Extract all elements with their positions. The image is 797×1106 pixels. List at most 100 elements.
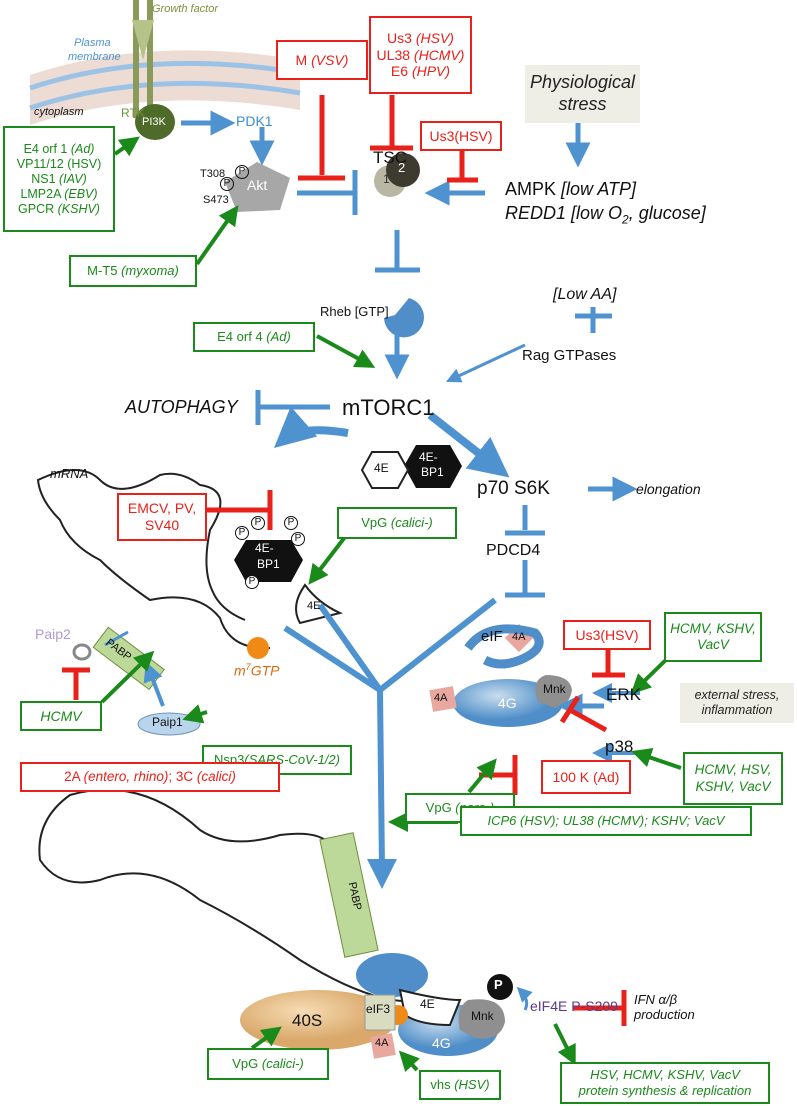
tsc1-label: 1 <box>383 172 390 186</box>
e4orf4-box: E4 orf 4 (Ad) <box>193 322 315 352</box>
mrna-strand <box>36 469 271 650</box>
us3-hsv-box-right: Us3(HSV) <box>563 620 651 650</box>
eif4g-label-lower: 4G <box>432 1035 451 1051</box>
redd1-line: REDD1 [low O2, glucose] <box>505 203 706 227</box>
akt-label: Akt <box>247 177 268 193</box>
emcv-pv-sv40-box: EMCV, PV, SV40 <box>117 493 207 541</box>
akt-virus-4: LMP2A <box>20 186 65 201</box>
plasma-label: Plasma <box>74 37 111 49</box>
rheb-label: Rheb [GTP] <box>320 304 389 319</box>
4ebp1-label-b: BP1 <box>421 465 444 479</box>
tsc-label: TSC <box>373 148 407 167</box>
pdk1-label: PDK1 <box>236 113 273 129</box>
paip2-label: Paip2 <box>35 626 71 642</box>
2a-3c-box: 2A (entero, rhino); 3C (calici) <box>20 762 280 792</box>
cytoplasm-label: cytoplasm <box>34 106 84 118</box>
us3-ul38-e6-box: Us3 (HSV) UL38 (HCMV) E6 (HPV) <box>369 16 472 94</box>
eif4e-ps209-label: eIF4E P-S209 <box>530 998 618 1014</box>
4ebp1-phospho-label-b: BP1 <box>257 557 280 571</box>
us3-hsv-box-top: Us3(HSV) <box>420 121 502 151</box>
phospho-bp1-1: P <box>251 516 265 530</box>
tsc2-label: 2 <box>398 160 406 175</box>
4ebp1-phospho-hexagon <box>234 540 303 582</box>
p38-label: p38 <box>605 737 634 756</box>
eif4g-complex-middle <box>429 624 572 727</box>
vpg-calici-box-lower: VpG (calici-) <box>207 1048 329 1080</box>
t308-label: T308 <box>200 168 226 180</box>
4e-label-eif: 4E <box>307 600 321 612</box>
pi3k-blob <box>135 104 175 140</box>
eif-label: eIF <box>481 628 503 645</box>
100k-ad-box: 100 K (Ad) <box>541 760 631 794</box>
40s-label: 40S <box>292 1011 323 1030</box>
hcmv-kshv-vacv-box: HCMV, KSHV, VacV <box>664 612 762 662</box>
hcmv-box-left: HCMV <box>20 701 102 731</box>
hcmv-hsv-kshv-vacv-box: HCMV, HSV, KSHV, VacV <box>683 752 783 805</box>
red-inhibitors <box>62 95 627 1026</box>
4ebp1-hexagon <box>404 445 462 488</box>
4e-label-upper: 4E <box>374 461 389 475</box>
pdcd4-label: PDCD4 <box>486 542 541 559</box>
blue-arrows <box>143 110 640 1011</box>
4e-label-lower: 4E <box>420 997 435 1011</box>
growth-factor-label: Growth factor <box>152 3 219 15</box>
eif4g-label-mid: 4G <box>498 695 517 711</box>
phospho-bp1-4: P <box>291 532 305 546</box>
phospho-bp1-5: P <box>245 575 259 589</box>
icp6-ul38-box: ICP6 (HSV); UL38 (HCMV); KSHV; VacV <box>460 806 752 836</box>
physiological-stress-box: Physiological stress <box>525 65 640 123</box>
mnk-label-lower: Mnk <box>471 1009 494 1023</box>
blue-inhibitors <box>104 170 612 647</box>
external-stress-box: external stress, inflammation <box>680 683 794 723</box>
vhs-hsv-box: vhs (HSV) <box>419 1070 501 1100</box>
membrane-label: membrane <box>68 51 121 63</box>
vpg-calici-box-upper: VpG (calici-) <box>337 507 457 539</box>
akt-virus-5: GPCR <box>18 201 58 216</box>
4e-hexagon-upper <box>360 451 410 489</box>
akt-virus-1: E4 orf 1 <box>23 141 71 156</box>
mt5-box: M-T5 (myxoma) <box>69 255 197 287</box>
4ebp1-label-a: 4E- <box>419 450 438 464</box>
rheb-shape <box>384 298 424 338</box>
elongation-label: elongation <box>636 481 701 497</box>
autophagy-label: AUTOPHAGY <box>125 397 238 417</box>
tsc-complex <box>374 153 420 197</box>
ampk-line: AMPK [low ATP] <box>505 179 637 199</box>
phospho-mnk: P <box>494 977 503 992</box>
erk-label: ERK <box>606 685 641 704</box>
mrna-label: mRNA <box>50 466 89 481</box>
phospho-bp1-3: P <box>235 526 249 540</box>
rtk-receptor <box>132 0 154 118</box>
convergence-lines <box>283 597 497 871</box>
green-arrows <box>100 136 682 1073</box>
pi3k-label: PI3K <box>142 116 166 128</box>
p70s6k-label: p70 S6K <box>477 478 550 499</box>
s473-label: S473 <box>203 194 229 206</box>
akt-virus-2: VP11/12 (HSV) <box>16 156 102 171</box>
paip2-ring <box>72 643 92 661</box>
eif4a-label-mid: 4A <box>512 631 526 643</box>
4ebp1-phospho-label-a: 4E- <box>255 541 274 555</box>
paip1-label: Paip1 <box>152 715 183 729</box>
phospho-s473: P <box>220 177 234 191</box>
eif4a-label-complex: 4A <box>434 692 448 704</box>
eif4a-label-lower: 4A <box>375 1037 389 1049</box>
phospho-t308: P <box>235 165 249 179</box>
m7gtp-label: m7GTP <box>234 662 280 679</box>
ifn-label: IFN α/β production <box>634 992 695 1022</box>
outcome-box: HSV, HCMV, KSHV, VacV protein synthesis … <box>560 1062 770 1104</box>
phospho-bp1-2: P <box>284 516 298 530</box>
rtk-label: RTK <box>121 106 145 120</box>
translation-complex <box>38 788 513 1059</box>
m-vsv-box: M (VSV) <box>276 40 368 80</box>
m7gtp-cap <box>247 637 269 659</box>
viral-akt-activators-box: E4 orf 1 (Ad) VP11/12 (HSV) NS1 (IAV) LM… <box>3 126 115 232</box>
mtorc1-label: mTORC1 <box>342 395 435 420</box>
low-aa-label: [Low AA] <box>553 286 617 303</box>
mnk-label-mid: Mnk <box>543 682 566 696</box>
eif3-label: eIF3 <box>366 1002 391 1016</box>
rag-gtpases-label: Rag GTPases <box>522 347 617 364</box>
plasma-membrane <box>29 50 301 125</box>
akt-virus-3: NS1 <box>31 171 59 186</box>
